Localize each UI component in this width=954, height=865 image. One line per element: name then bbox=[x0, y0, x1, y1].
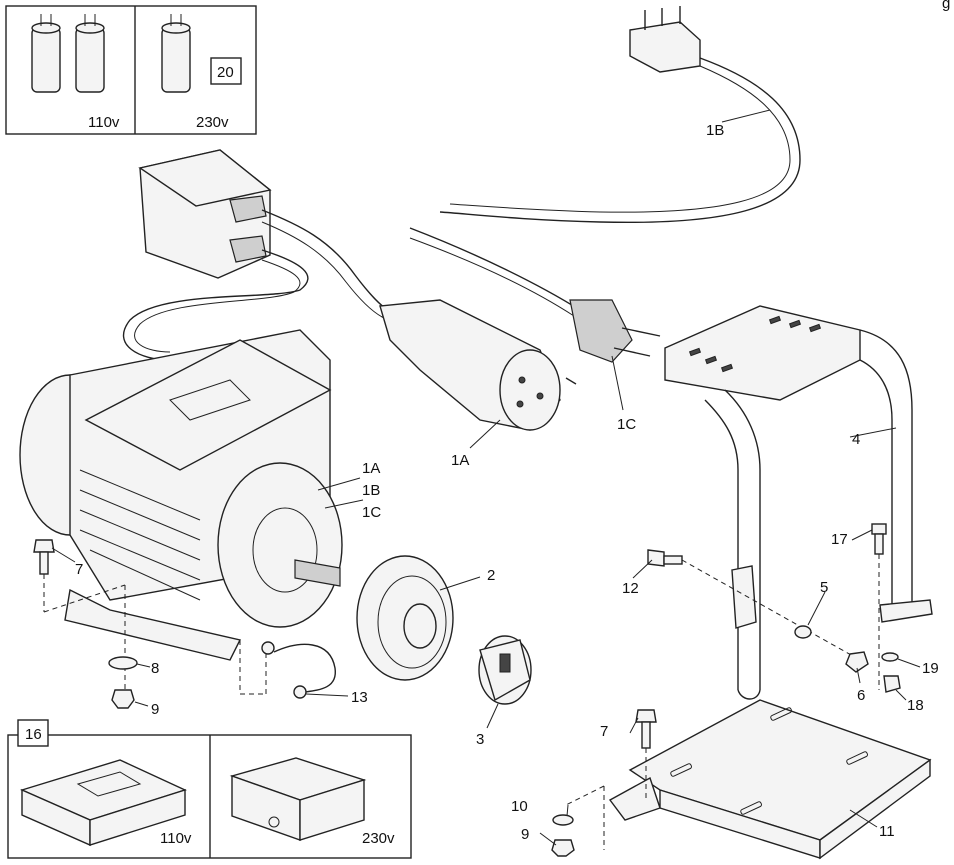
callout-19-washer: 19 bbox=[922, 660, 939, 677]
grip-plate-vents bbox=[688, 315, 822, 373]
capacitor-box-number: 20 bbox=[217, 64, 234, 81]
motor-washer bbox=[108, 656, 138, 670]
terminal-box-inset bbox=[7, 719, 412, 859]
capacitor-box-number-frame bbox=[210, 57, 242, 85]
motor-nut bbox=[111, 689, 135, 709]
capacitor-230v bbox=[161, 14, 191, 93]
callout-17-screw: 17 bbox=[831, 531, 848, 548]
capacitor-110v-label: 110v bbox=[88, 114, 120, 131]
callout-3-bush: 3 bbox=[476, 731, 484, 748]
cable-to-motor bbox=[122, 249, 309, 361]
spring-washer bbox=[881, 652, 899, 662]
callout-12-bolt: 12 bbox=[622, 580, 639, 597]
uk-plug-cord bbox=[439, 6, 801, 224]
terminal-box-230v bbox=[229, 757, 367, 841]
base-plate-nut bbox=[551, 839, 575, 857]
capacitor-110v-b bbox=[75, 14, 105, 93]
base-washer bbox=[552, 814, 574, 826]
motor-bolt bbox=[33, 539, 55, 575]
capacitor-inset-frame bbox=[5, 5, 257, 135]
earth-lead bbox=[261, 641, 336, 699]
terminal-box-number-frame bbox=[17, 719, 49, 747]
industrial-plug-1a bbox=[379, 299, 577, 431]
junction-box bbox=[138, 149, 272, 279]
corner-mark: g bbox=[942, 0, 950, 12]
callout-7-motor-bolt: 7 bbox=[75, 561, 83, 578]
handle-bolt bbox=[647, 549, 683, 567]
callout-8-washer: 8 bbox=[151, 660, 159, 677]
uk-cord-inner bbox=[449, 65, 791, 213]
callout-9-base-nut: 9 bbox=[521, 826, 529, 843]
callout-11-base-plate: 11 bbox=[879, 823, 895, 840]
base-plate bbox=[608, 699, 932, 860]
euro-plug-cord bbox=[409, 227, 661, 363]
callout-9-motor-nut: 9 bbox=[151, 701, 159, 718]
callout-motor-1c: 1C bbox=[362, 504, 381, 521]
handle-nut bbox=[845, 651, 869, 673]
callout-4-handle: 4 bbox=[852, 431, 860, 448]
handle-bracket bbox=[731, 565, 757, 629]
uk-plug-body bbox=[629, 21, 701, 73]
euro-plug-body bbox=[569, 299, 633, 363]
leader-lines bbox=[51, 109, 921, 846]
callout-10-washer: 10 bbox=[511, 798, 528, 815]
handle-washer bbox=[794, 625, 812, 639]
base-nut bbox=[883, 675, 901, 693]
callout-1a-plug: 1A bbox=[451, 452, 469, 469]
callout-18-nut: 18 bbox=[907, 697, 924, 714]
motor-terminal-box bbox=[84, 339, 332, 471]
motor-cooling-fins bbox=[79, 469, 201, 601]
callout-13-earth-lead: 13 bbox=[351, 689, 368, 706]
capacitor-110v-a bbox=[31, 14, 61, 93]
capacitor-230v-label: 230v bbox=[196, 114, 229, 131]
callout-1c-plug: 1C bbox=[617, 416, 636, 433]
socket-screw bbox=[871, 523, 887, 555]
carry-handle bbox=[664, 305, 933, 700]
motor-shaft bbox=[294, 559, 341, 587]
motor-foot bbox=[64, 588, 242, 661]
callout-motor-1a: 1A bbox=[362, 460, 380, 477]
callout-motor-1b: 1B bbox=[362, 482, 380, 499]
callout-7-base-bolt: 7 bbox=[600, 723, 608, 740]
terminal-box-110v bbox=[19, 759, 187, 847]
callout-6-nut: 6 bbox=[857, 687, 865, 704]
terminal-box-number: 16 bbox=[25, 726, 42, 743]
terminal-box-230v-label: 230v bbox=[362, 830, 395, 847]
uk-cord-outer bbox=[439, 57, 801, 224]
taper-bush bbox=[478, 635, 532, 705]
terminal-box-110v-label: 110v bbox=[160, 830, 192, 847]
capacitor-inset: 20 110v 230v bbox=[5, 5, 257, 135]
cable-to-1a bbox=[261, 209, 391, 313]
motor-end-shield bbox=[217, 462, 343, 628]
base-bolt bbox=[635, 709, 657, 749]
callout-1b-cord: 1B bbox=[706, 122, 724, 139]
callout-2-pulley: 2 bbox=[487, 567, 495, 584]
callout-5-washer: 5 bbox=[820, 579, 828, 596]
pulley bbox=[356, 555, 454, 681]
electric-motor bbox=[19, 329, 343, 661]
